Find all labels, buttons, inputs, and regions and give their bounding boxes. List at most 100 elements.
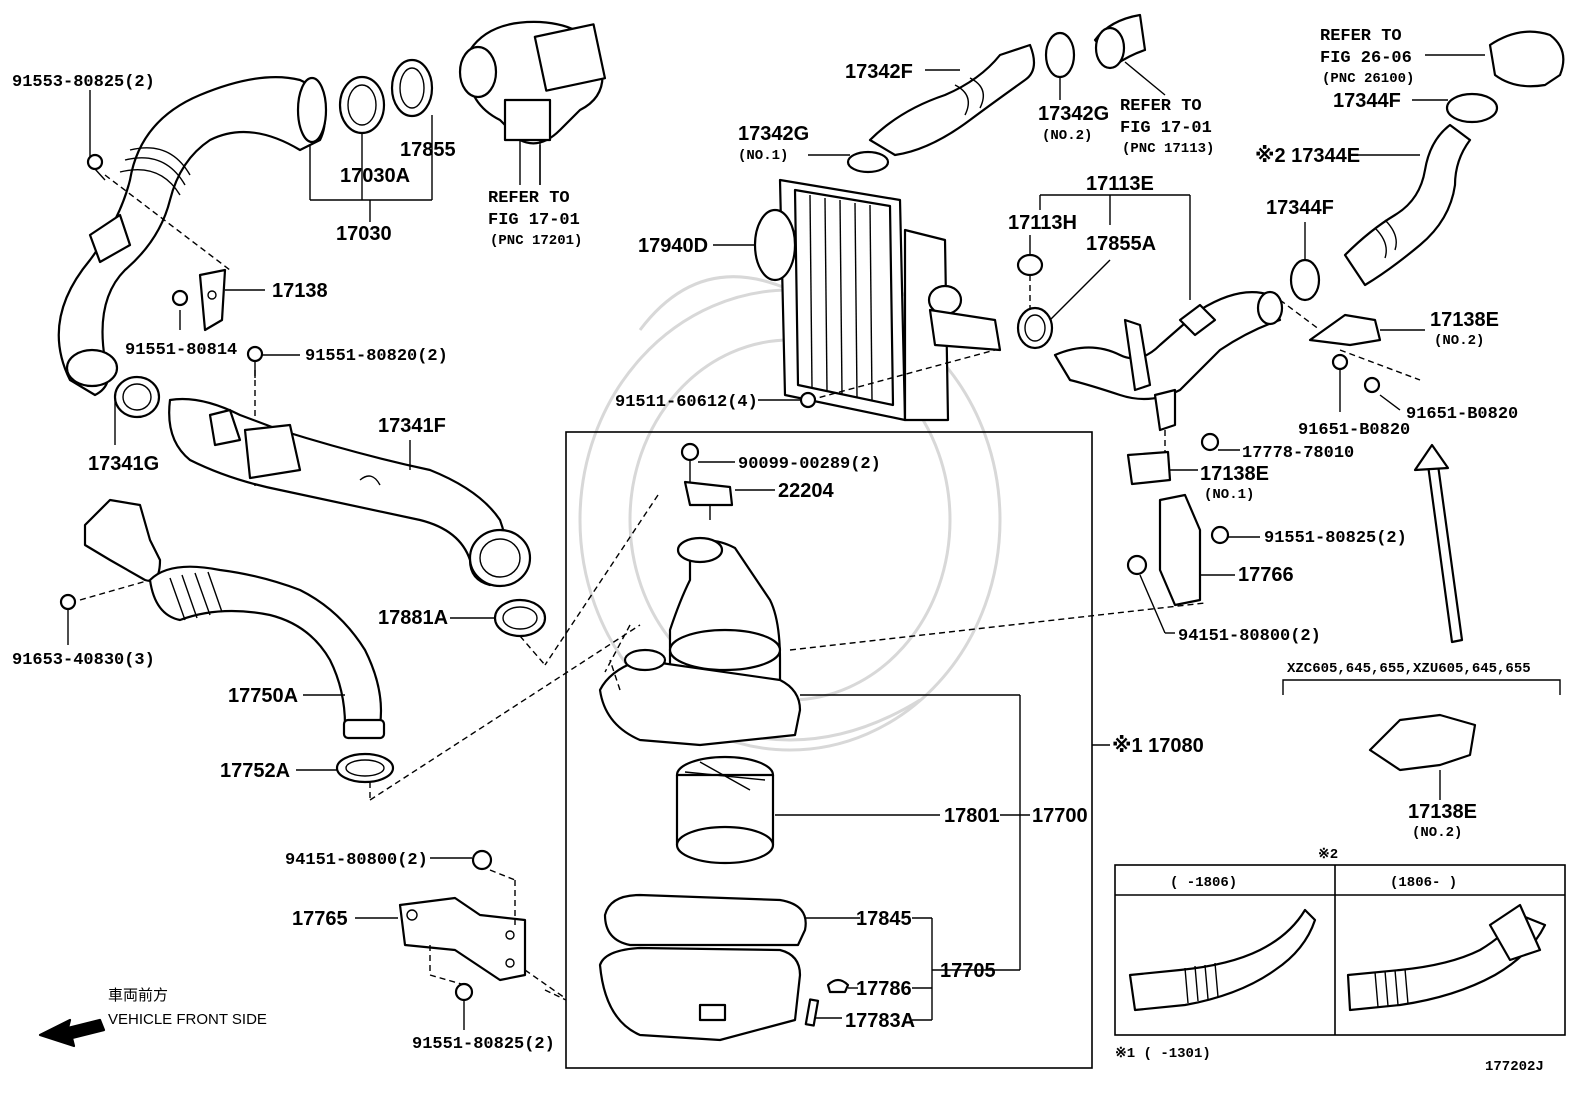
pipe-17113E: [1039, 194, 1284, 455]
label-refer-17201-a: REFER TO: [488, 189, 570, 208]
model-bracket-box: [1282, 679, 1561, 800]
label-94151-80800-right: 94151-80800(2): [1178, 627, 1321, 646]
clamp-17344F-top: [1412, 92, 1499, 124]
bolt-91651-B0820: [1331, 353, 1401, 412]
bolt-91551-80814: [171, 289, 189, 307]
leaders-air-cleaner: [775, 694, 1110, 1021]
bolt-91551-80825-bottom: [454, 982, 474, 1030]
intake-hose-assembly: [57, 76, 328, 397]
label-17138E-models-sub: (NO.2): [1412, 825, 1462, 841]
label-91551-80825-bottom: 91551-80825(2): [412, 1035, 555, 1054]
direction-arrow: [1413, 443, 1464, 644]
label-91551-80820: 91551-80820(2): [305, 347, 448, 366]
label-91553-80825: 91553-80825(2): [12, 73, 155, 92]
bracket-17766: [1158, 493, 1235, 607]
gasket-17855A: [1016, 259, 1111, 350]
bolt-91653-40830: [59, 593, 77, 645]
label-90099-00289: 90099-00289(2): [738, 455, 881, 474]
air-cleaner-frame: [565, 431, 1093, 1069]
label-17344E: ※2 17344E: [1255, 145, 1360, 167]
bolt-17778-78010: [1200, 432, 1240, 452]
pipe-refer-17113: [1093, 13, 1166, 96]
label-91651-B0820-b: 91651-B0820: [1406, 405, 1518, 424]
label-17344F-top: 17344F: [1333, 90, 1401, 112]
label-17766: 17766: [1238, 564, 1294, 586]
label-17030: 17030: [336, 223, 392, 245]
label-17765: 17765: [292, 908, 348, 930]
label-17138E-models: 17138E: [1408, 801, 1477, 823]
label-17940D: 17940D: [638, 235, 708, 257]
clamp-17342G-no2: [1044, 31, 1076, 100]
hose-17342F: [868, 43, 1036, 157]
label-17881A: 17881A: [378, 607, 448, 629]
label-17752A: 17752A: [220, 760, 290, 782]
label-refer-26100-c: (PNC 26100): [1322, 71, 1414, 87]
label-refer-17113-a: REFER TO: [1120, 97, 1202, 116]
intercooler-17940D: [713, 178, 1002, 422]
label-17342G-no1: 17342G: [738, 123, 809, 145]
clamp-17752A: [296, 624, 641, 801]
nut-94151-80800-left: [430, 849, 493, 871]
label-17845: 17845: [856, 908, 912, 930]
nut-94151-80800-right: [789, 554, 1206, 651]
clamp-17342G-no1: [808, 150, 890, 174]
label-note1: ※1 ( -1301): [1115, 1046, 1211, 1062]
label-17113E: 17113E: [1086, 173, 1154, 195]
label-17342G-no1-sub: (NO.1): [738, 148, 788, 164]
label-17855A: 17855A: [1086, 233, 1156, 255]
label-91651-B0820-a: 91651-B0820: [1298, 421, 1410, 440]
label-17342G-no2-sub: (NO.2): [1042, 128, 1092, 144]
turbocharger-ref: [458, 20, 607, 185]
label-17750A: 17750A: [228, 685, 298, 707]
housing-refer-26100: [1425, 30, 1565, 88]
label-17344F-mid: 17344F: [1266, 197, 1334, 219]
bracket-17765: [355, 869, 566, 999]
hose-17344E: [1343, 123, 1472, 287]
label-17138E-no2: 17138E: [1430, 309, 1499, 331]
label-94151-80800-left: 94151-80800(2): [285, 851, 428, 870]
bolt-91551-80825-right: [1210, 525, 1260, 545]
label-91653-40830: 91653-40830(3): [12, 651, 155, 670]
clamp-17341G: [113, 375, 161, 419]
label-17138: 17138: [272, 280, 328, 302]
label-17113H: 17113H: [1008, 212, 1077, 234]
label-models: XZC605,645,655,XZU605,645,655: [1287, 661, 1531, 677]
label-refer-17201-c: (PNC 17201): [490, 233, 582, 249]
label-note2-title: ※2: [1318, 847, 1338, 863]
label-17801: 17801: [944, 805, 1000, 827]
clamp-17030A: [338, 75, 386, 135]
label-note2-right: (1806- ): [1390, 875, 1457, 891]
label-front-en: VEHICLE FRONT SIDE: [108, 1011, 267, 1028]
duct-17750A: [79, 498, 386, 740]
bolt-91551-80820: [246, 345, 264, 378]
label-note2-left: ( -1806): [1170, 875, 1237, 891]
air-cleaner-assembly: [544, 442, 850, 1042]
label-17341G: 17341G: [88, 453, 159, 475]
label-17342F: 17342F: [845, 61, 913, 83]
label-91511-60612: 91511-60612(4): [615, 393, 758, 412]
part-labels: 91553-80825(2) 17030A 17855 17030 REFER …: [12, 27, 1544, 1075]
bracket-17138E-no2: [1308, 313, 1425, 381]
label-17138E-no1: 17138E: [1200, 463, 1269, 485]
gasket-17855: [390, 58, 434, 118]
bracket-17138E-no1: [1126, 450, 1198, 486]
label-17080: ※1 17080: [1112, 735, 1204, 757]
clamp-17113H: [1016, 235, 1044, 315]
front-arrow-icon: [38, 1018, 106, 1048]
label-refer-26100-a: REFER TO: [1320, 27, 1402, 46]
label-17778-78010: 17778-78010: [1242, 444, 1354, 463]
label-refer-17201-b: FIG 17-01: [488, 211, 580, 230]
label-17783A: 17783A: [845, 1010, 915, 1032]
bolt-91511-60612: [758, 391, 817, 409]
label-17341F: 17341F: [378, 415, 446, 437]
label-refer-26100-b: FIG 26-06: [1320, 49, 1412, 68]
label-refer-17113-c: (PNC 17113): [1122, 141, 1214, 157]
label-17700: 17700: [1032, 805, 1088, 827]
clamp-17881A: [450, 598, 547, 666]
label-front-jp: 車両前方: [108, 987, 168, 1004]
label-17138E-no1-sub: (NO.1): [1204, 487, 1254, 503]
label-17786: 17786: [856, 978, 912, 1000]
bolt-91553-80825: [86, 153, 106, 181]
pipe-17341F: [168, 397, 532, 588]
